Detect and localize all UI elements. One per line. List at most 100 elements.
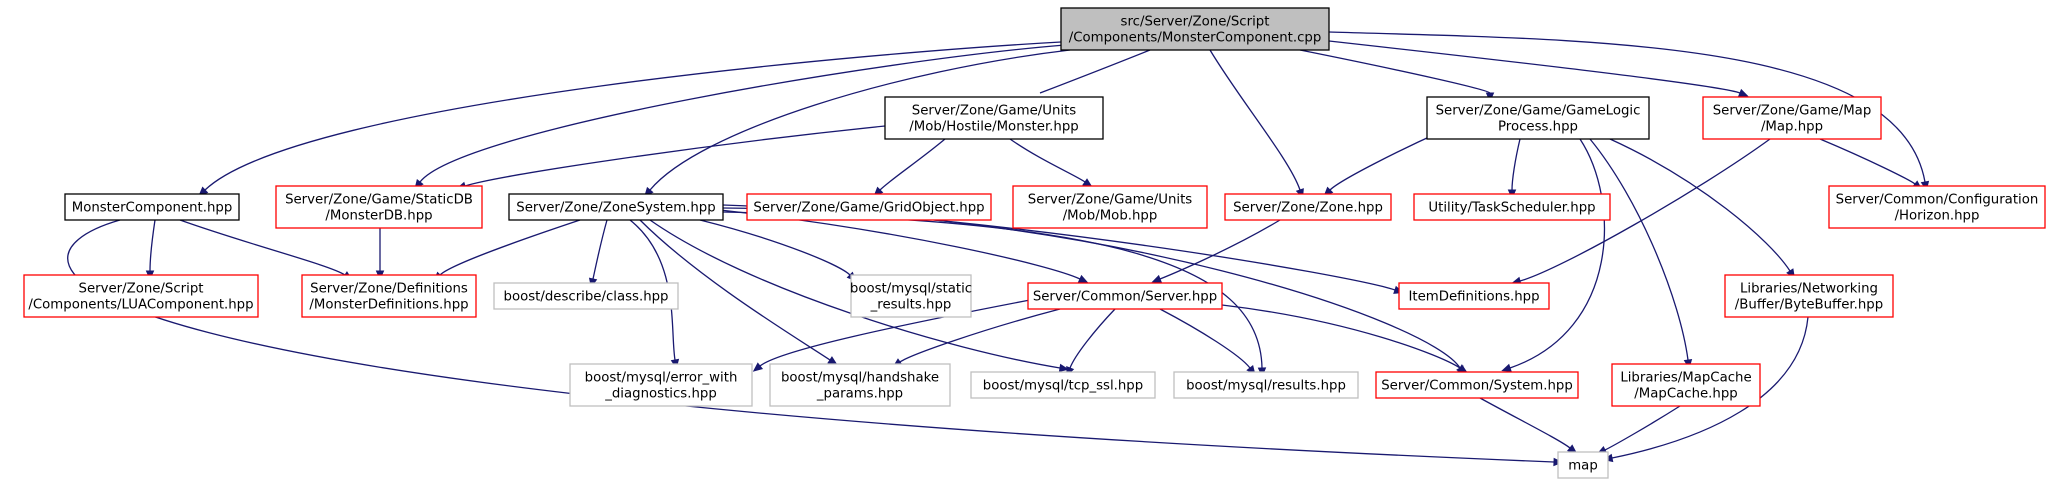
edge-line <box>1509 138 1606 369</box>
edge-line <box>1009 138 1086 183</box>
edge-mapHpp-to-horizon <box>1819 138 1923 190</box>
edge-line <box>1299 49 1491 94</box>
node-label: /Mob/Hostile/Monster.hpp <box>909 120 1078 135</box>
node-label: boost/mysql/error_with <box>585 371 738 386</box>
node-label: boost/mysql/handshake <box>781 371 939 386</box>
node-zoneSystem[interactable]: Server/Zone/ZoneSystem.hpp <box>508 193 724 221</box>
node-monsterHpp[interactable]: Server/Zone/Game/Units/Mob/Hostile/Monst… <box>884 96 1104 140</box>
edge-line <box>879 138 946 191</box>
node-staticResults[interactable]: boost/mysql/static_results.hpp <box>850 274 972 318</box>
edge-line <box>1611 316 1809 459</box>
node-box <box>1060 7 1330 51</box>
edge-staticDB-to-monsterDefs <box>375 227 385 281</box>
edge-line <box>649 49 1071 191</box>
edge-line <box>67 219 1555 463</box>
node-monsterDefs[interactable]: Server/Zone/Definitions/MonsterDefinitio… <box>301 274 477 318</box>
edge-root-to-gameLogic <box>1299 49 1495 103</box>
node-label: Server/Zone/Game/GameLogic <box>1436 104 1641 119</box>
edge-line <box>439 219 581 276</box>
node-box <box>1398 282 1550 310</box>
node-mapHpp[interactable]: Server/Zone/Game/Map/Map.hpp <box>1702 96 1882 140</box>
edge-line <box>1511 138 1521 191</box>
edge-line <box>179 219 346 276</box>
node-tcpSsl[interactable]: boost/mysql/tcp_ssl.hpp <box>970 371 1156 399</box>
node-label: /MapCache.hpp <box>1634 387 1737 402</box>
node-label: Libraries/MapCache <box>1620 371 1751 386</box>
node-label: /Horizon.hpp <box>1895 209 1980 224</box>
node-label: Libraries/Networking <box>1740 282 1878 297</box>
edge-line <box>592 219 608 280</box>
node-mapCache[interactable]: Libraries/MapCache/MapCache.hpp <box>1611 363 1761 407</box>
node-root[interactable]: src/Server/Zone/Script/Components/Monste… <box>1060 7 1330 51</box>
node-monsterComponent[interactable]: MonsterComponent.hpp <box>64 193 240 221</box>
edge-zoneSystem-to-describeClass <box>588 219 608 289</box>
node-box <box>746 193 992 221</box>
node-commonServer[interactable]: Server/Common/Server.hpp <box>1027 282 1223 310</box>
edge-line <box>1329 131 1441 191</box>
node-label: Server/Zone/Game/Units <box>912 104 1077 119</box>
node-results[interactable]: boost/mysql/results.hpp <box>1173 371 1359 399</box>
node-box <box>493 282 679 310</box>
edge-root-to-zoneHpp <box>1209 49 1304 199</box>
node-label: /Components/MonsterComponent.cpp <box>1069 31 1322 46</box>
nodes: src/Server/Zone/Script/Components/Monste… <box>23 7 2046 479</box>
node-label: ItemDefinitions.hpp <box>1408 290 1539 305</box>
node-box <box>1027 282 1223 310</box>
node-byteBuffer[interactable]: Libraries/Networking/Buffer/ByteBuffer.h… <box>1724 274 1894 318</box>
edge-gameLogic-to-byteBuffer <box>1609 138 1796 279</box>
edge-gameLogic-to-commonSystem <box>1501 138 1606 372</box>
node-commonSystem[interactable]: Server/Common/System.hpp <box>1375 371 1579 399</box>
edge-commonServer-to-tcpSsl <box>1066 308 1116 377</box>
edge-zoneSystem-to-monsterDefs <box>433 219 581 282</box>
node-luaComponent[interactable]: Server/Zone/Script/Components/LUACompone… <box>23 274 259 318</box>
node-label: _params.hpp <box>816 387 903 402</box>
node-label: Server/Common/System.hpp <box>1381 379 1573 394</box>
edge-line <box>759 299 1031 367</box>
edge-line <box>1069 308 1116 369</box>
node-label: boost/mysql/tcp_ssl.hpp <box>983 379 1143 394</box>
node-box <box>1413 193 1611 221</box>
node-errorWith[interactable]: boost/mysql/error_with_diagnostics.hpp <box>569 363 753 407</box>
node-staticDB[interactable]: Server/Zone/Game/StaticDB/MonsterDB.hpp <box>275 185 483 229</box>
node-itemDefs[interactable]: ItemDefinitions.hpp <box>1398 282 1550 310</box>
node-taskScheduler[interactable]: Utility/TaskScheduler.hpp <box>1413 193 1611 221</box>
node-label: Server/Zone/ZoneSystem.hpp <box>516 201 715 216</box>
node-box <box>850 274 972 318</box>
edge-line <box>1604 405 1681 451</box>
edge-arrowhead <box>1077 274 1089 283</box>
node-box <box>1012 185 1208 229</box>
node-zoneHpp[interactable]: Server/Zone/Zone.hpp <box>1224 193 1392 221</box>
node-handshake[interactable]: boost/mysql/handshake_params.hpp <box>769 363 951 407</box>
node-map[interactable]: map <box>1557 451 1609 479</box>
edge-zoneHpp-to-commonServer <box>1151 219 1281 283</box>
node-label: Server/Zone/Game/GridObject.hpp <box>753 201 984 216</box>
node-label: Server/Zone/Game/Map <box>1713 104 1872 119</box>
node-gridObject[interactable]: Server/Zone/Game/GridObject.hpp <box>746 193 992 221</box>
node-label: Server/Zone/Definitions <box>310 282 468 297</box>
node-label: Server/Common/Configuration <box>1836 193 2039 208</box>
node-box <box>1426 96 1650 140</box>
edge-line <box>1589 138 1689 361</box>
edge-gameLogic-to-zoneHpp <box>1323 131 1441 197</box>
edge-line <box>1039 49 1151 94</box>
edge-arrowhead <box>1151 274 1163 283</box>
node-box <box>884 96 1104 140</box>
node-label: _results.hpp <box>870 298 952 313</box>
node-describeClass[interactable]: boost/describe/class.hpp <box>493 282 679 310</box>
edge-line <box>699 219 851 276</box>
node-label: /MonsterDefinitions.hpp <box>309 298 468 313</box>
node-mobHpp[interactable]: Server/Zone/Game/Units/Mob/Mob.hpp <box>1012 185 1208 229</box>
edge-root-to-monsterHpp <box>1039 49 1151 94</box>
node-horizon[interactable]: Server/Common/Configuration/Horizon.hpp <box>1828 185 2046 229</box>
node-label: MonsterComponent.hpp <box>72 201 233 216</box>
edge-line <box>1819 138 1916 185</box>
edge-line <box>419 44 1066 183</box>
edge-line <box>1209 49 1301 191</box>
edge-commonSystem-to-map <box>1479 397 1578 454</box>
node-label: /Map.hpp <box>1761 120 1823 135</box>
edge-line <box>899 308 1061 363</box>
node-box <box>1828 185 2046 229</box>
node-label: Server/Zone/Zone.hpp <box>1233 201 1383 216</box>
